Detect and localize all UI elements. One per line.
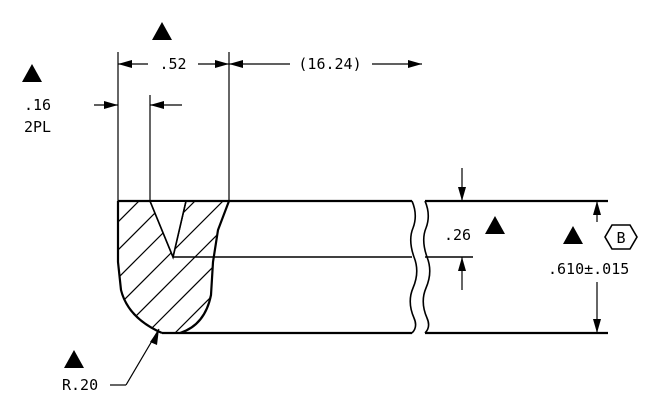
dimension-step-depth: .26 — [444, 168, 471, 290]
datum-hexagon-icon: B — [604, 224, 638, 250]
dimension-overall-length-label: (16.24) — [298, 55, 361, 73]
critical-marker-icon — [64, 350, 84, 368]
dimension-top-width: .52 — [118, 55, 229, 73]
extension-lines — [117, 52, 230, 201]
dimension-overall-height-label: .610±.015 — [548, 260, 629, 278]
critical-marker-icon — [152, 22, 172, 40]
dimension-overall-height: .610±.015 — [548, 201, 629, 333]
critical-marker-icon — [563, 226, 583, 244]
dimension-offset: .16 2PL — [24, 96, 182, 136]
dimension-step-depth-label: .26 — [444, 226, 471, 244]
dimension-overall-length: (16.24) — [229, 55, 422, 73]
radius-label: R.20 — [62, 376, 98, 394]
radius-callout: R.20 — [62, 328, 160, 394]
dimension-offset-label-line1: .16 — [24, 96, 51, 114]
part-profile — [116, 199, 608, 335]
dimension-top-width-label: .52 — [159, 55, 186, 73]
critical-marker-icon — [22, 64, 42, 82]
critical-marker-icon — [485, 216, 505, 234]
dimension-offset-label-line2: 2PL — [24, 118, 51, 136]
datum-label: B — [616, 229, 625, 247]
